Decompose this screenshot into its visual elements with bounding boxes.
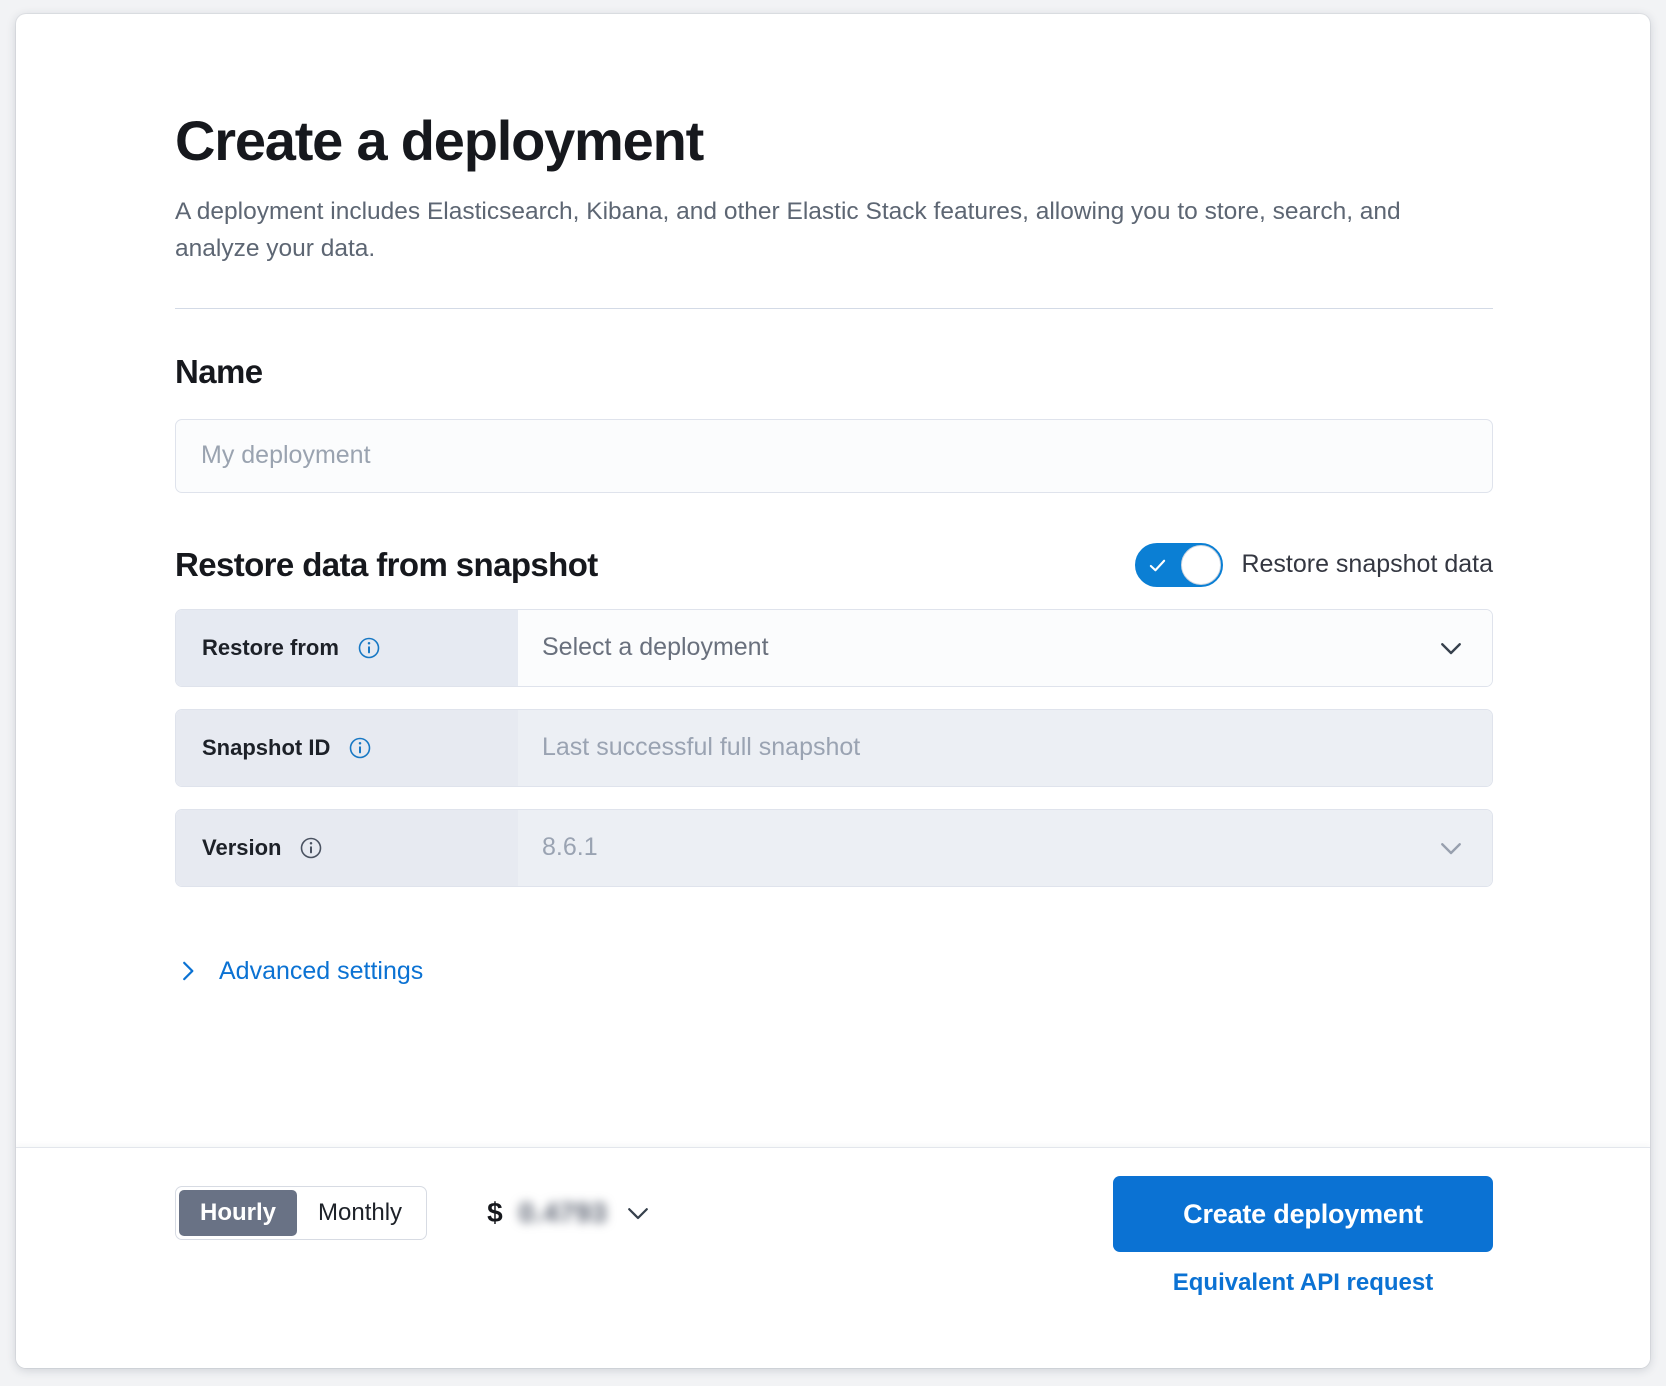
chevron-right-icon	[183, 961, 194, 981]
create-deployment-button[interactable]: Create deployment	[1113, 1176, 1493, 1252]
version-select: 8.6.1	[518, 809, 1492, 886]
restore-from-select[interactable]: Select a deployment	[518, 609, 1492, 686]
header-divider	[175, 307, 1493, 309]
snapshot-id-label-panel: Snapshot ID	[176, 709, 518, 786]
chevron-down-icon[interactable]	[1436, 633, 1466, 663]
billing-option-hourly[interactable]: Hourly	[179, 1190, 298, 1236]
restore-section-heading: Restore data from snapshot	[175, 545, 598, 583]
price-display[interactable]: $ 0.4793	[487, 1197, 653, 1229]
footer-bar: Hourly Monthly $ 0.4793 Create deploymen…	[16, 1147, 1650, 1368]
price-currency-symbol: $	[487, 1197, 503, 1228]
form-body: Create a deployment A deployment include…	[16, 14, 1650, 1147]
snapshot-id-input: Last successful full snapshot	[518, 709, 1492, 786]
chevron-down-icon	[1441, 842, 1461, 854]
equivalent-api-request-link[interactable]: Equivalent API request	[1172, 1269, 1434, 1296]
check-icon	[1150, 559, 1166, 571]
version-label-panel: Version	[176, 809, 518, 886]
advanced-settings-toggle[interactable]: Advanced settings	[175, 957, 423, 986]
restore-from-value: Select a deployment	[542, 633, 769, 662]
restore-from-label: Restore from	[202, 634, 339, 660]
restore-from-row[interactable]: Restore from Select a deployment	[175, 608, 1493, 687]
billing-group: Hourly Monthly $ 0.4793	[175, 1186, 653, 1240]
billing-option-monthly[interactable]: Monthly	[318, 1199, 403, 1226]
advanced-settings-label: Advanced settings	[219, 956, 424, 985]
restore-from-label-panel: Restore from	[176, 609, 518, 686]
restore-toggle-label: Restore snapshot data	[1241, 550, 1493, 579]
info-icon[interactable]	[357, 636, 381, 660]
page-subtitle: A deployment includes Elasticsearch, Kib…	[175, 197, 1401, 263]
billing-period-segmented-control[interactable]: Hourly Monthly	[175, 1186, 428, 1240]
name-section-heading: Name	[175, 352, 263, 390]
deployment-name-placeholder: My deployment	[201, 441, 371, 470]
price-amount: 0.4793	[518, 1197, 608, 1228]
page-title: Create a deployment	[175, 109, 704, 172]
version-value: 8.6.1	[542, 833, 598, 862]
restore-snapshot-toggle[interactable]	[1135, 542, 1224, 587]
version-label: Version	[202, 834, 282, 860]
snapshot-id-label: Snapshot ID	[202, 734, 331, 760]
info-icon[interactable]	[348, 736, 372, 760]
deployment-name-input[interactable]: My deployment	[175, 418, 1493, 493]
snapshot-id-row: Snapshot ID Last successful full snapsho…	[175, 708, 1493, 787]
restore-toggle-group[interactable]: Restore snapshot data	[1135, 542, 1493, 587]
restore-section-header: Restore data from snapshot Restore snaps…	[175, 542, 1493, 587]
toggle-knob	[1181, 544, 1222, 585]
version-row: Version 8.6.1	[175, 808, 1493, 887]
create-deployment-window: Create a deployment A deployment include…	[16, 14, 1650, 1368]
info-icon[interactable]	[299, 836, 323, 860]
footer-actions: Create deployment Equivalent API request	[1113, 1176, 1493, 1297]
chevron-down-icon[interactable]	[623, 1198, 653, 1228]
snapshot-id-value: Last successful full snapshot	[542, 733, 861, 762]
